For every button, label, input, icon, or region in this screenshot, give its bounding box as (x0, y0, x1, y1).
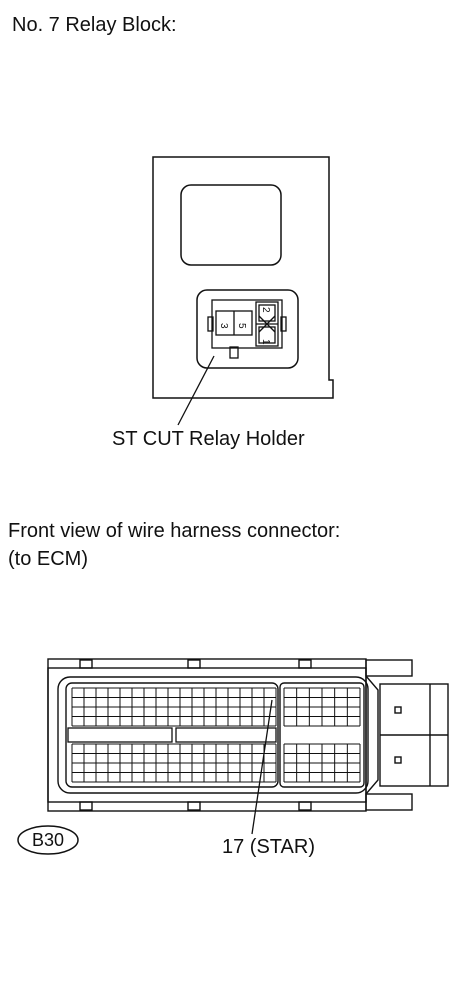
ecm-connector (47, 658, 449, 812)
relay-block-title: No. 7 Relay Block: (12, 14, 177, 36)
pin-grid-right-lower (283, 743, 361, 783)
relay-holder-label: ST CUT Relay Holder (112, 428, 305, 450)
connector-code: B30 (32, 830, 64, 850)
relay-holder-connector (207, 299, 287, 359)
connector-code-badge (17, 825, 79, 855)
pin-grid-left-lower (71, 743, 277, 783)
connector-subtitle: (to ECM) (8, 548, 88, 570)
holder-leader-line (177, 355, 215, 426)
pin-1: 1 (260, 339, 271, 345)
pin-2: 2 (260, 307, 271, 313)
pin-17-label: 17 (STAR) (222, 836, 315, 858)
pin-grid-right-upper (283, 687, 361, 727)
relay-holder-recess (196, 289, 299, 369)
connector-key-left (67, 727, 173, 743)
connector-title: Front view of wire harness connector: (8, 520, 341, 542)
pin-5: 5 (236, 323, 247, 329)
connector-key-right (175, 727, 277, 743)
pin-grid-left-upper (71, 687, 277, 727)
relay-block-outline (152, 156, 334, 399)
pin-leader-line (251, 699, 273, 835)
pin-3: 3 (218, 323, 229, 329)
relay-block-slot (180, 184, 282, 266)
